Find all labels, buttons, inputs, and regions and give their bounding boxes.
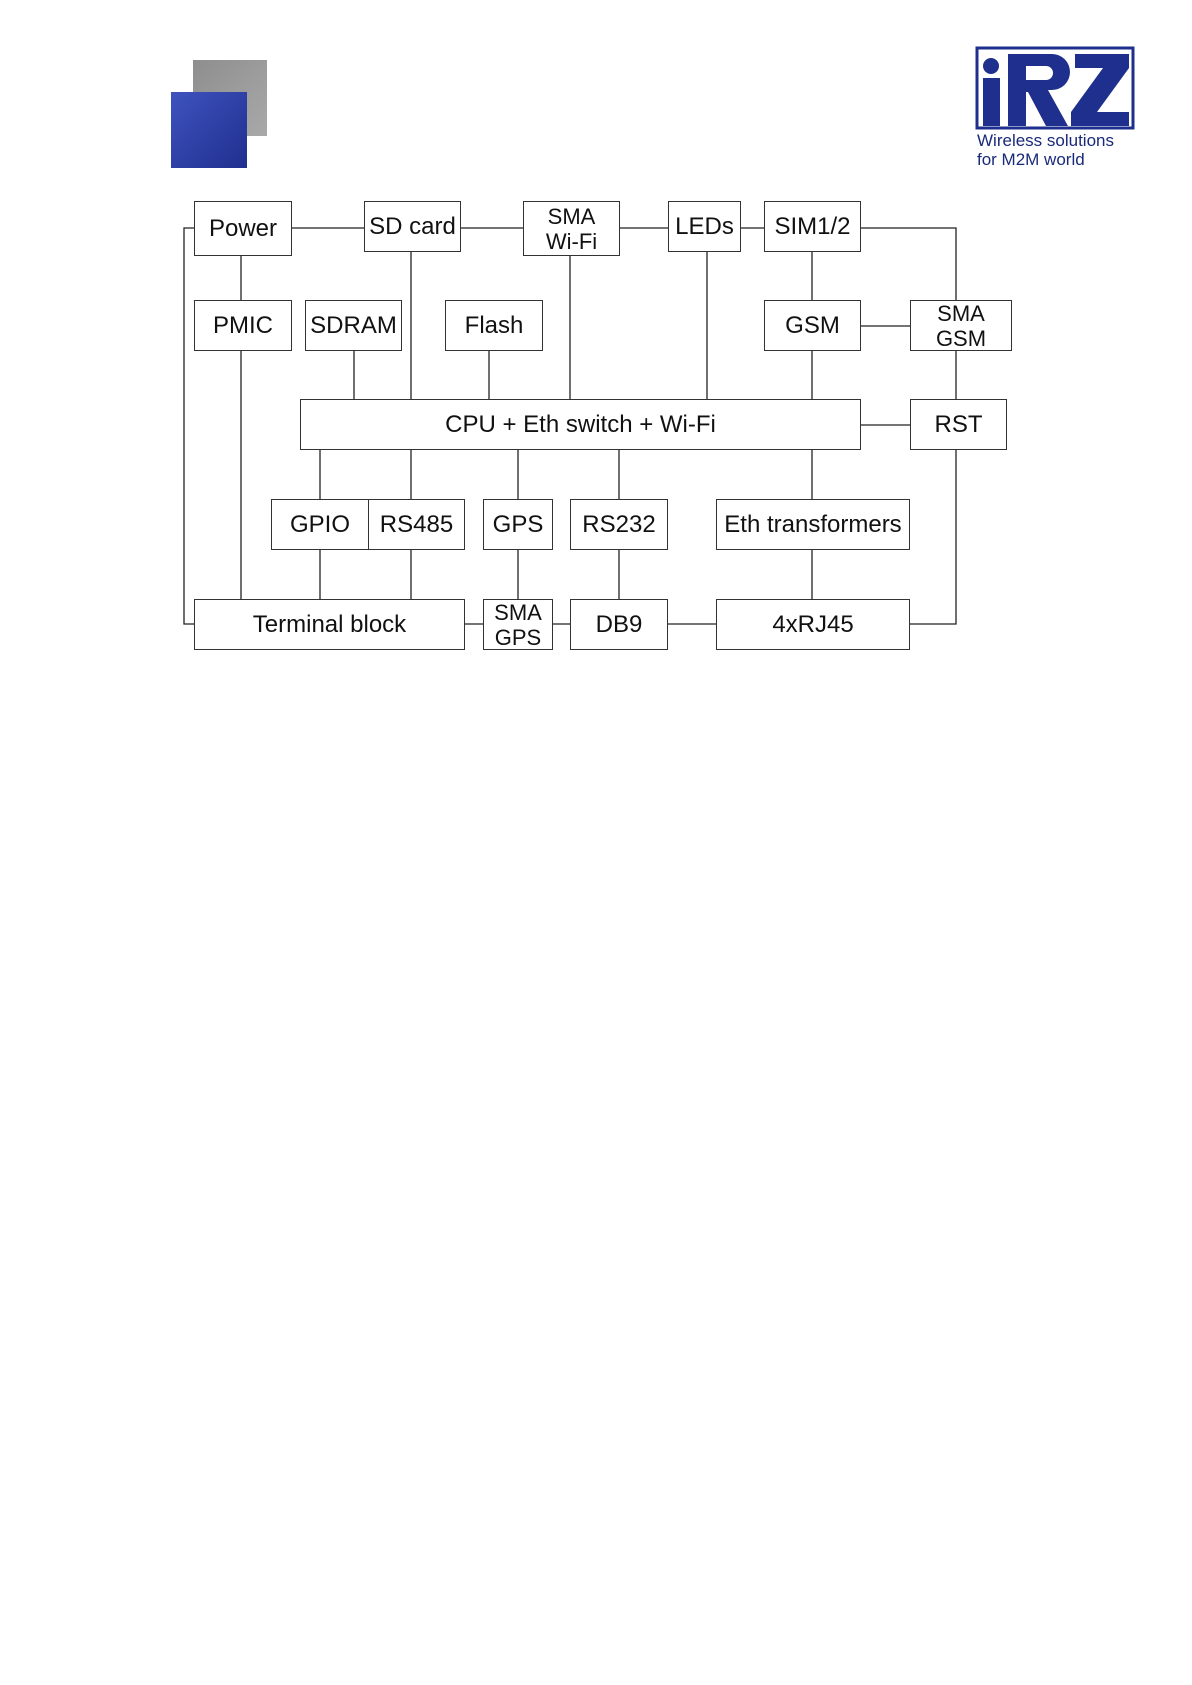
block-sma-wifi: SMA Wi-Fi	[523, 201, 620, 256]
block-sim: SIM1/2	[764, 201, 861, 252]
block-sma-gsm: SMA GSM	[910, 300, 1012, 351]
block-rst: RST	[910, 399, 1007, 450]
block-4xrj45: 4xRJ45	[716, 599, 910, 650]
link-rst-rj45	[910, 450, 956, 624]
block-db9: DB9	[570, 599, 668, 650]
block-gpio: GPIO	[271, 499, 369, 550]
block-power: Power	[194, 201, 292, 256]
block-sdram: SDRAM	[305, 300, 402, 351]
block-sd-card: SD card	[364, 201, 461, 252]
link-power-terminal	[184, 228, 194, 624]
block-flash: Flash	[445, 300, 543, 351]
block-rs232: RS232	[570, 499, 668, 550]
block-pmic: PMIC	[194, 300, 292, 351]
block-leds: LEDs	[668, 201, 741, 252]
block-eth-transformers: Eth transformers	[716, 499, 910, 550]
block-sma-gps: SMA GPS	[483, 599, 553, 650]
block-gsm: GSM	[764, 300, 861, 351]
block-terminal-block: Terminal block	[194, 599, 465, 650]
block-cpu: CPU + Eth switch + Wi-Fi	[300, 399, 861, 450]
block-gps: GPS	[483, 499, 553, 550]
block-rs485: RS485	[368, 499, 465, 550]
link-sim-rst	[861, 228, 956, 300]
block-diagram-connections	[0, 0, 1192, 700]
